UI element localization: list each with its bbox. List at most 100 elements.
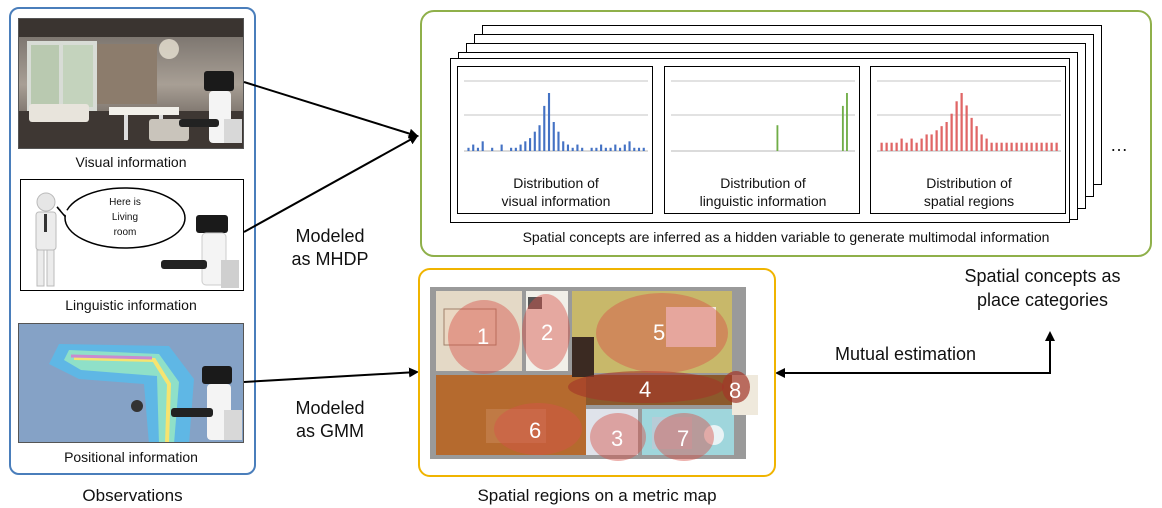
chart-spatial-bar xyxy=(965,105,968,151)
chart-spatial-bar xyxy=(940,126,943,151)
chart-visual-bar xyxy=(571,147,574,151)
mhdp-label-line-1: Modeled xyxy=(295,226,365,246)
chart-spatial-bar xyxy=(900,138,903,151)
gmm-label-line-2: as GMM xyxy=(295,421,364,441)
chart-spatial-bar xyxy=(990,142,993,151)
chart-linguistic-bar xyxy=(841,105,844,151)
chart-linguistic-bar xyxy=(776,125,779,151)
chart-spatial-bar xyxy=(880,142,883,151)
chart-visual-bar xyxy=(600,144,603,151)
chart-spatial-bar xyxy=(895,142,898,151)
chart-visual-bar xyxy=(538,125,541,151)
chart-spatial-bar xyxy=(910,138,913,151)
map-panel xyxy=(418,268,776,477)
chart-visual-bar xyxy=(637,147,641,151)
chart-spatial-bar xyxy=(1015,142,1018,151)
chart-visual-bar xyxy=(552,122,555,151)
chart-spatial-bar xyxy=(915,142,918,151)
speech-bubble-line-3: room xyxy=(113,227,137,238)
chart-spatial-bar xyxy=(885,142,888,151)
region-ellipse-3 xyxy=(590,413,646,461)
region-label-6: 6 xyxy=(529,418,542,443)
chart-spatial-bar xyxy=(1045,142,1048,151)
chart-card-linguistic: Distribution of linguistic information xyxy=(664,66,860,214)
linguistic-information-caption: Linguistic information xyxy=(65,297,197,313)
chart-visual-bar xyxy=(533,131,536,151)
speech-bubble-line-2: Living xyxy=(111,212,139,223)
map-caption: Spatial regions on a metric map xyxy=(477,486,717,505)
concepts-ellipsis: … xyxy=(1110,135,1128,155)
chart-visual-bar xyxy=(604,147,607,151)
positional-information-image xyxy=(18,323,244,443)
chart-visual-bar xyxy=(633,147,636,151)
chart-visual-bar xyxy=(467,147,470,151)
region-label-4: 4 xyxy=(639,377,652,402)
chart-spatial-bar xyxy=(1030,142,1033,151)
observations-panel xyxy=(9,7,256,475)
chart-spatial xyxy=(877,80,1061,152)
chart-visual-bar xyxy=(595,147,598,151)
chart-spatial-bar xyxy=(1005,142,1008,151)
spatial-concepts-panel xyxy=(420,10,1152,257)
chart-linguistic xyxy=(671,80,855,152)
chart-spatial-bar xyxy=(955,101,958,151)
chart-spatial-bar xyxy=(905,142,908,151)
region-label-7: 7 xyxy=(677,426,690,451)
chart-spatial-bar xyxy=(930,134,933,151)
arrow-linguistic-to-concepts xyxy=(243,135,419,233)
chart-spatial-title-line-1: Distribution of xyxy=(926,175,1012,191)
region-label-1: 1 xyxy=(477,324,490,349)
chart-visual-bar xyxy=(581,147,584,151)
chart-spatial-bar xyxy=(1025,142,1028,151)
chart-spatial-bar xyxy=(920,138,923,151)
chart-visual-bar xyxy=(500,144,503,151)
chart-visual-bar xyxy=(524,141,527,151)
chart-visual-bar xyxy=(557,131,560,151)
chart-spatial-bar xyxy=(1050,142,1053,151)
chart-visual-bar xyxy=(491,147,494,151)
chart-spatial-bar xyxy=(1035,142,1038,151)
chart-visual-bar xyxy=(609,147,612,151)
chart-visual-bar xyxy=(514,147,517,151)
chart-visual-bar xyxy=(519,144,522,151)
chart-visual-title-line-2: visual information xyxy=(501,193,611,209)
chart-visual-bar xyxy=(642,147,645,151)
chart-spatial-title-line-2: spatial regions xyxy=(923,193,1015,209)
chart-visual-bar xyxy=(619,147,622,151)
chart-spatial-bar xyxy=(950,113,953,151)
chart-visual-title-line-1: Distribution of xyxy=(513,175,599,191)
positional-information-caption: Positional information xyxy=(64,449,198,465)
chart-visual-bar xyxy=(547,93,551,151)
chart-visual-bar xyxy=(543,105,546,151)
region-ellipse-7 xyxy=(654,413,714,461)
mhdp-label-line-2: as MHDP xyxy=(291,249,369,269)
chart-spatial-bar xyxy=(1040,142,1043,151)
arrow-visual-to-concepts xyxy=(243,81,419,139)
chart-visual-bar xyxy=(562,141,565,151)
speech-bubble xyxy=(56,187,186,249)
chart-spatial-bar xyxy=(985,138,988,151)
region-label-8: 8 xyxy=(729,378,742,403)
visual-information-caption: Visual information xyxy=(75,154,187,170)
chart-visual-bar xyxy=(590,147,593,151)
chart-visual-bar xyxy=(623,144,626,151)
region-label-5: 5 xyxy=(653,320,666,345)
chart-visual-bar xyxy=(472,144,475,151)
chart-visual-bar xyxy=(481,141,484,151)
concepts-box-caption: Spatial concepts are inferred as a hidde… xyxy=(522,229,1050,245)
chart-linguistic-bar xyxy=(846,93,848,151)
region-label-3: 3 xyxy=(611,426,624,451)
chart-spatial-bar xyxy=(1010,142,1013,151)
chart-spatial-bar xyxy=(980,134,983,151)
chart-card-spatial: Distribution of spatial regions xyxy=(870,66,1066,214)
mutual-estimation-label: Mutual estimation xyxy=(835,344,977,364)
visual-information-image xyxy=(18,18,244,149)
region-label-2: 2 xyxy=(541,320,554,345)
region-ellipse-8 xyxy=(722,371,750,403)
chart-visual xyxy=(464,80,648,152)
chart-spatial-bar xyxy=(1055,142,1058,151)
chart-visual-bar xyxy=(566,144,570,151)
chart-spatial-bar xyxy=(925,134,928,151)
chart-spatial-bar xyxy=(1020,142,1023,151)
